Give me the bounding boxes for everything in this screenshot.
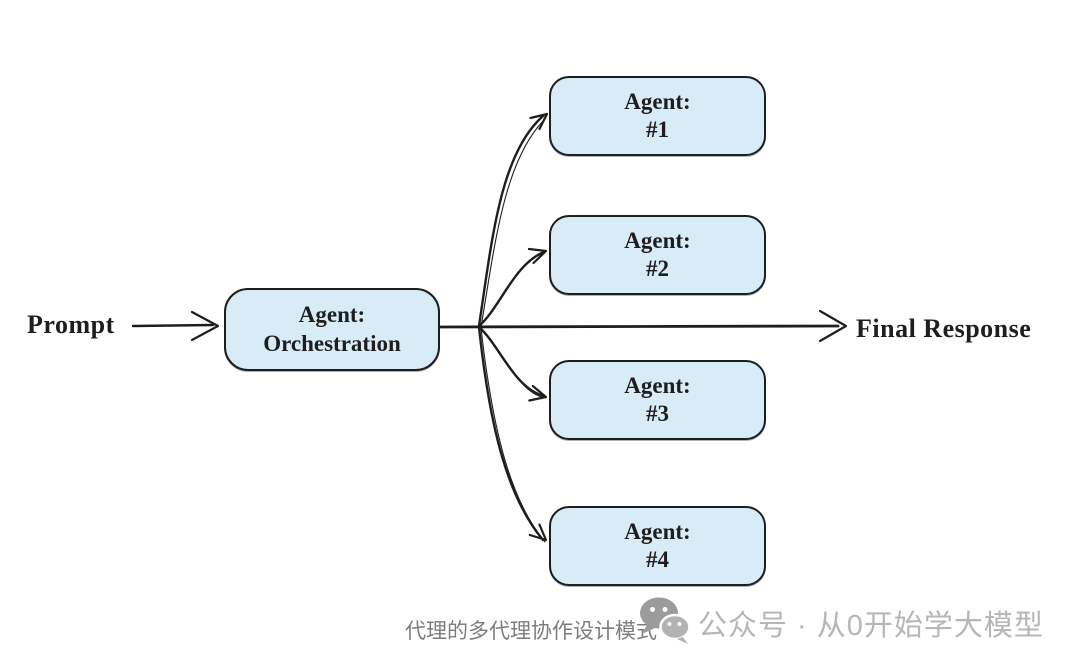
prompt-arrow	[131, 310, 220, 342]
orchestrator-box-title: Agent:	[298, 302, 366, 328]
orchestrator-box: Agent: Orchestration	[224, 288, 440, 371]
footer-caption: 代理的多代理协作设计模式	[405, 620, 657, 643]
agent-box-subtitle: #1	[646, 117, 669, 142]
agent-box-2: Agent: #2	[549, 215, 766, 295]
agent-box-4: Agent: #4	[549, 506, 766, 586]
agent-box-title: Agent:	[624, 227, 691, 253]
agent-box-title: Agent:	[624, 372, 691, 398]
final-response-label: Final Response	[856, 314, 1032, 343]
main-flow-arrow	[436, 309, 848, 343]
fanout-arrow-agent-2	[477, 247, 548, 328]
wechat-icon	[640, 597, 691, 644]
agent-box-subtitle: #4	[646, 547, 669, 572]
agent-box-title: Agent:	[624, 518, 691, 544]
agent-box-title: Agent:	[624, 88, 691, 114]
agent-box-subtitle: #3	[646, 401, 669, 426]
fanout-arrow-agent-1	[477, 112, 549, 328]
agent-box-subtitle: #2	[646, 256, 669, 281]
agent-box-1: Agent: #1	[549, 76, 766, 156]
footer-watermark-text: 公众号 · 从0开始学大模型	[698, 610, 1044, 642]
fanout-arrow-agent-3	[477, 325, 548, 402]
agent-box-3: Agent: #3	[549, 360, 766, 440]
fanout-arrow-agent-4	[477, 325, 548, 543]
prompt-label: Prompt	[27, 310, 115, 339]
orchestrator-box-subtitle: Orchestration	[263, 330, 401, 356]
